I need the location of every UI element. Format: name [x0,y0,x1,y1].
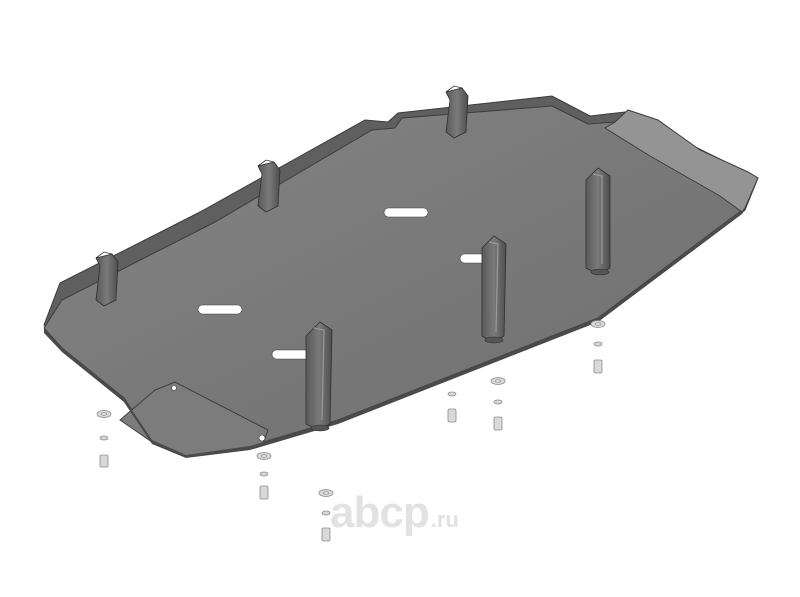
front-brackets [305,167,611,432]
mount-bracket [257,159,281,213]
fastener-set [447,391,457,423]
tall-bracket [585,167,611,276]
slot [383,207,429,218]
tall-bracket [481,235,507,344]
fastener-set [96,410,112,468]
tab-hole [171,385,177,391]
fastener-set [256,452,272,500]
fastener-set [490,377,506,431]
mount-bracket [445,85,469,139]
tab-hole [258,434,266,442]
rear-brackets [95,85,469,307]
plate [43,95,759,458]
tall-bracket [305,321,333,432]
mount-bracket [95,251,119,307]
plate-right-step [604,109,759,213]
slot [197,304,243,315]
fastener-set [318,489,334,542]
fasteners [96,320,606,542]
fastener-set [590,320,606,374]
